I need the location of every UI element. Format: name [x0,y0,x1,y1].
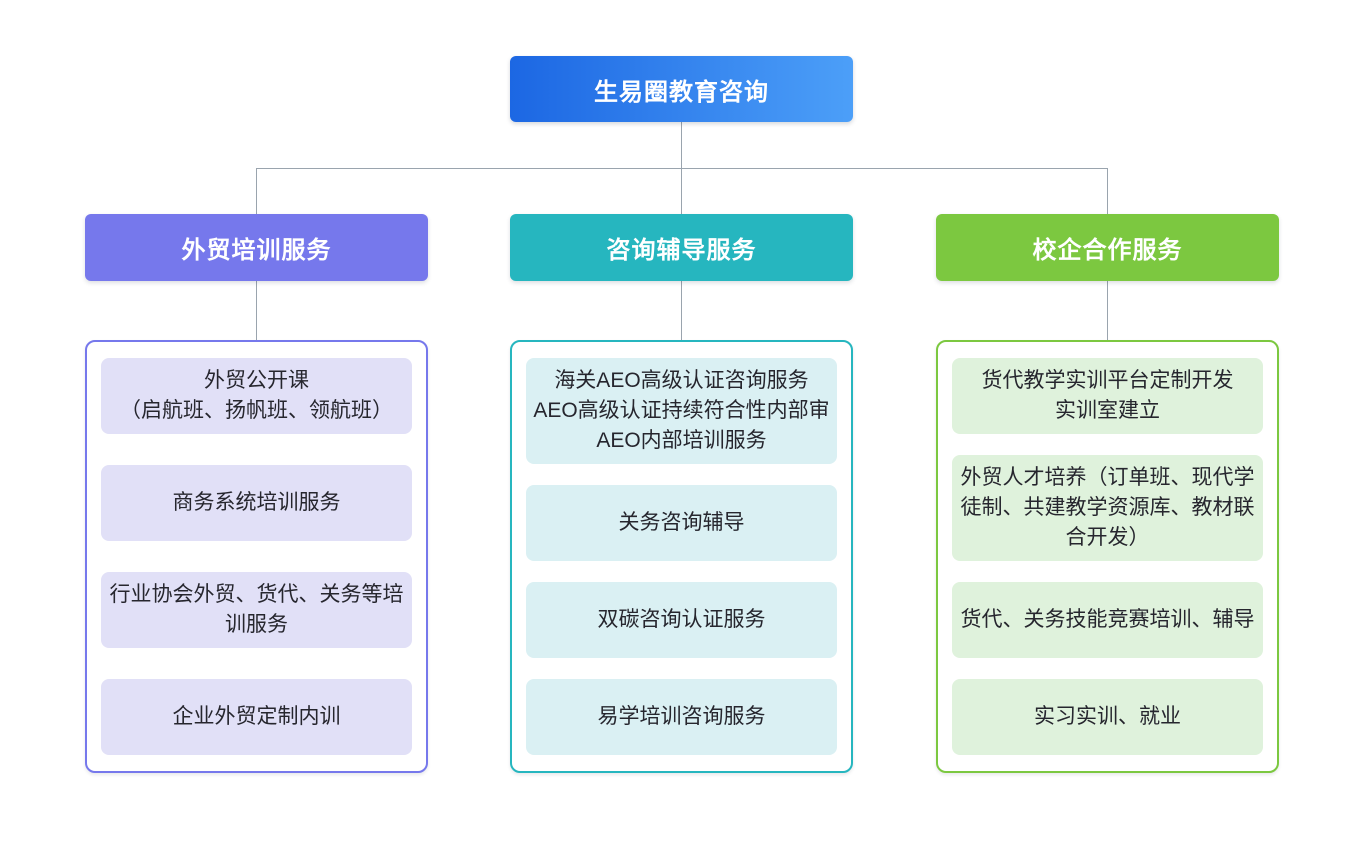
branch-container-trade-training: 外贸公开课 （启航班、扬帆班、领航班） 商务系统培训服务 行业协会外贸、货代、关… [85,340,428,773]
connector-drop-middle [681,168,682,214]
branch-header-label: 咨询辅导服务 [606,237,757,264]
leaf-item-talent-cultivation: 外贸人才培养（订单班、现代学徒制、共建教学资源库、教材联合开发） [952,455,1263,561]
connector-root-down [681,122,682,168]
connector-drop-left [256,168,257,214]
connector-branch-left [256,281,257,340]
leaf-item-business-system-training: 商务系统培训服务 [101,465,412,541]
branch-container-consulting: 海关AEO高级认证咨询服务 AEO高级认证持续符合性内部审 AEO内部培训服务 … [510,340,853,773]
connector-branch-right [1107,281,1108,340]
branch-header-school-enterprise: 校企合作服务 [936,214,1279,281]
branch-trade-training: 外贸培训服务 外贸公开课 （启航班、扬帆班、领航班） 商务系统培训服务 行业协会… [85,214,428,773]
connector-drop-right [1107,168,1108,214]
leaf-item-training-platform: 货代教学实训平台定制开发 实训室建立 [952,358,1263,434]
leaf-item-association-training: 行业协会外贸、货代、关务等培训服务 [101,572,412,648]
leaf-item-dual-carbon: 双碳咨询认证服务 [526,582,837,658]
branch-header-trade-training: 外贸培训服务 [85,214,428,281]
root-node: 生易圈教育咨询 [510,56,853,122]
leaf-item-customs-coaching: 关务咨询辅导 [526,485,837,561]
connector-branch-middle [681,281,682,340]
leaf-item-skill-competition: 货代、关务技能竞赛培训、辅导 [952,582,1263,658]
leaf-item-open-course: 外贸公开课 （启航班、扬帆班、领航班） [101,358,412,434]
leaf-item-yixue-training: 易学培训咨询服务 [526,679,837,755]
branch-header-label: 外贸培训服务 [181,237,332,264]
branch-container-school-enterprise: 货代教学实训平台定制开发 实训室建立 外贸人才培养（订单班、现代学徒制、共建教学… [936,340,1279,773]
leaf-item-internship-employment: 实习实训、就业 [952,679,1263,755]
branch-school-enterprise: 校企合作服务 货代教学实训平台定制开发 实训室建立 外贸人才培养（订单班、现代学… [936,214,1279,773]
branch-header-consulting: 咨询辅导服务 [510,214,853,281]
connector-horizontal [256,168,1108,169]
branch-header-label: 校企合作服务 [1032,237,1183,264]
leaf-item-aeo-services: 海关AEO高级认证咨询服务 AEO高级认证持续符合性内部审 AEO内部培训服务 [526,358,837,464]
branch-consulting: 咨询辅导服务 海关AEO高级认证咨询服务 AEO高级认证持续符合性内部审 AEO… [510,214,853,773]
root-node-label: 生易圈教育咨询 [594,78,769,106]
leaf-item-custom-internal-training: 企业外贸定制内训 [101,679,412,755]
